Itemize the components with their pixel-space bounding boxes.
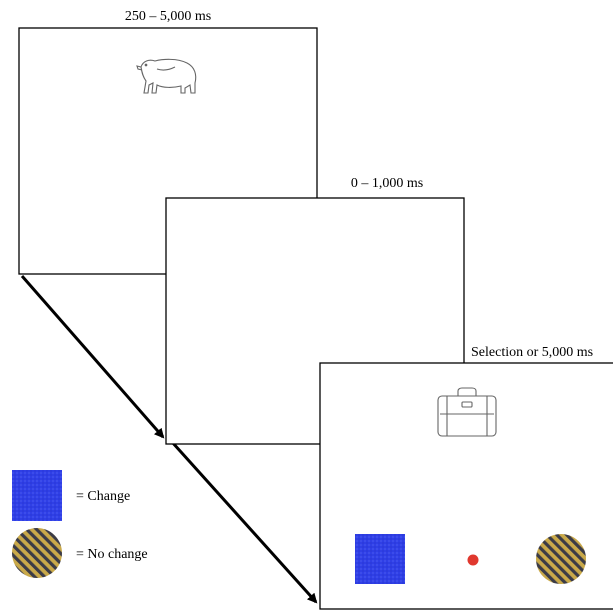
sequence-arrow-2 [170, 440, 318, 604]
frame-3-duration: Selection or 5,000 ms [471, 345, 593, 360]
change-stimulus-square [355, 534, 405, 584]
polar-bear-icon [136, 58, 197, 94]
sequence-arrow-1 [20, 275, 165, 439]
fixation-dot [467, 554, 479, 566]
suitcase-icon [437, 387, 497, 437]
legend: = Change = No change [12, 470, 148, 578]
no-change-stimulus-circle [536, 534, 586, 584]
frame-2-duration: 0 – 1,000 ms [351, 176, 423, 191]
frame-1-duration: 250 – 5,000 ms [125, 9, 211, 24]
legend-no-change-circle [12, 528, 62, 578]
legend-no-change-label: = No change [76, 547, 148, 562]
frame-3: Selection or 5,000 ms [319, 345, 613, 610]
legend-change-label: = Change [76, 489, 130, 504]
legend-change-square [12, 470, 62, 521]
